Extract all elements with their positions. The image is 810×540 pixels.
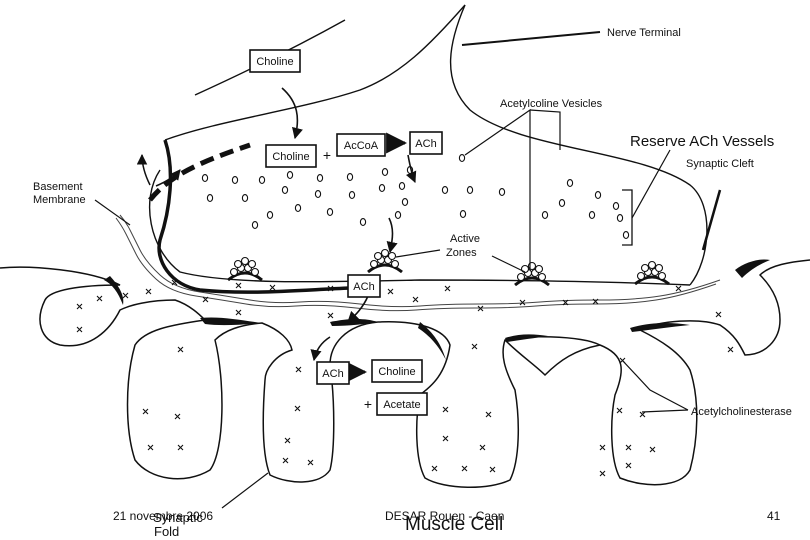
box-ach-bottom-text: ACh	[322, 368, 343, 380]
box-ach-bottom: ACh	[316, 361, 350, 385]
plus-bottom: +	[364, 396, 372, 412]
box-ach-cleft: ACh	[347, 274, 381, 298]
active-zone-2	[367, 248, 403, 274]
label-membrane: Membrane	[33, 194, 86, 206]
box-choline-top: Choline	[249, 49, 301, 73]
label-zones: Zones	[446, 247, 477, 259]
muscle-cell-membrane	[0, 259, 810, 488]
footer-center: DESAR Rouen - Caen	[385, 509, 504, 523]
plus-top: +	[323, 147, 331, 163]
footer-date: 21 novembre 2006	[113, 509, 213, 523]
label-active: Active	[450, 233, 480, 245]
label-muscle-cell: Muscle Cell	[405, 514, 503, 535]
label-synaptic-cleft: Synaptic Cleft	[686, 158, 754, 170]
box-choline-top-text: Choline	[256, 56, 293, 68]
postsynaptic-thickenings	[104, 259, 770, 360]
choline-reuptake-path	[136, 139, 351, 294]
box-ach-top-text: ACh	[415, 138, 436, 150]
box-ach-top: ACh	[409, 131, 443, 155]
box-acetate: Acetate	[376, 392, 428, 416]
box-accoa: AcCoA	[336, 133, 386, 157]
box-ach-cleft-text: ACh	[353, 281, 374, 293]
label-reserve-vessels: Reserve ACh Vessels	[630, 133, 774, 150]
label-acetylcholinesterase: Acetylcholinesterase	[691, 406, 792, 418]
box-choline-bottom: Choline	[371, 359, 423, 383]
acetylcholine-vesicles	[201, 154, 630, 239]
label-fold: Fold	[154, 524, 179, 539]
footer-page-number: 41	[767, 509, 781, 523]
box-choline-bottom-text: Choline	[378, 366, 415, 378]
active-zone-4	[634, 260, 670, 286]
active-zones	[227, 248, 670, 287]
acetylcholinesterase-marks	[76, 279, 734, 477]
leader-lines	[94, 31, 722, 509]
reaction-arrows	[281, 87, 417, 383]
label-acetylcholine-vesicles: Acetylcoline Vesicles	[500, 98, 603, 110]
basement-membrane	[115, 214, 721, 312]
label-synaptic: Synaptic	[153, 510, 203, 525]
active-zone-1	[227, 256, 263, 282]
active-zone-3	[514, 261, 550, 287]
box-accoa-text: AcCoA	[344, 140, 379, 152]
box-choline-mid: Choline	[265, 144, 317, 168]
box-acetate-text: Acetate	[383, 399, 420, 411]
box-choline-mid-text: Choline	[272, 151, 309, 163]
label-nerve-terminal: Nerve Terminal	[607, 27, 681, 39]
label-basement: Basement	[33, 181, 83, 193]
